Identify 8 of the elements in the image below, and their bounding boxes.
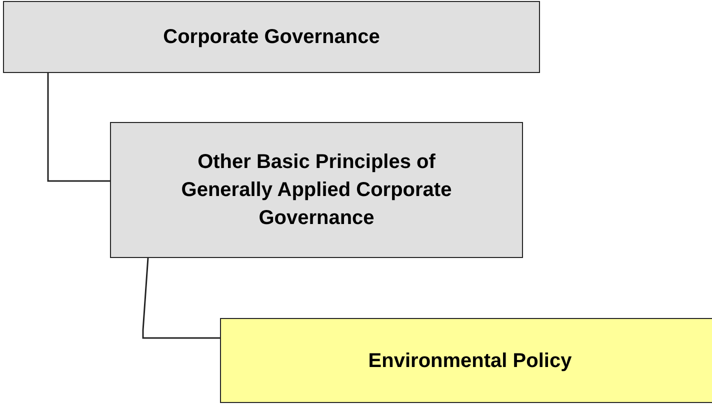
box-label: Other Basic Principles of Generally Applied Corporate Governance — [180, 150, 453, 231]
process-box — [220, 318, 712, 403]
box-label: Environmental Policy — [368, 348, 572, 374]
connector-line — [142, 258, 220, 339]
process-box — [3, 1, 540, 73]
box-label: Corporate Governance — [163, 25, 380, 50]
connector-line — [47, 73, 110, 182]
process-box — [110, 122, 523, 258]
